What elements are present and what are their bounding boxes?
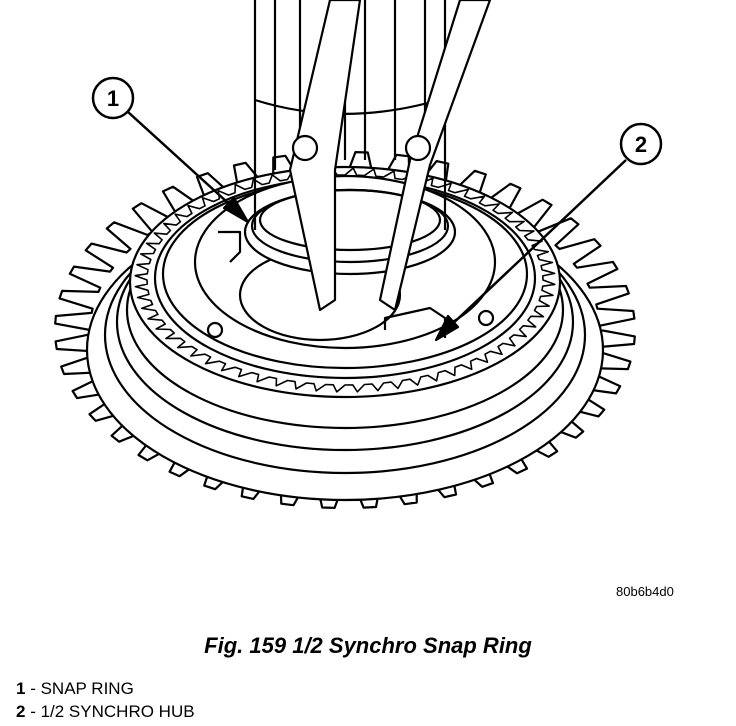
figure-code: 80b6b4d0 bbox=[616, 584, 674, 599]
snap-ring bbox=[243, 188, 457, 276]
synchro-ring-teeth bbox=[134, 167, 556, 393]
gear-assembly-illustration: 1 2 bbox=[54, 0, 663, 509]
callout-1-label: 1 bbox=[107, 86, 119, 111]
legend-item: 1 - SNAP RING bbox=[16, 679, 134, 698]
callout-2: 2 bbox=[434, 122, 663, 342]
legend-item: 2 - 1/2 SYNCHRO HUB bbox=[16, 702, 195, 721]
snap-ring-pliers bbox=[288, 0, 492, 312]
callout-1: 1 bbox=[91, 76, 250, 224]
figure-caption: Fig. 159 1/2 Synchro Snap Ring bbox=[204, 633, 532, 658]
legend: 1 - SNAP RING 2 - 1/2 SYNCHRO HUB bbox=[16, 677, 195, 723]
callout-2-label: 2 bbox=[635, 132, 647, 157]
